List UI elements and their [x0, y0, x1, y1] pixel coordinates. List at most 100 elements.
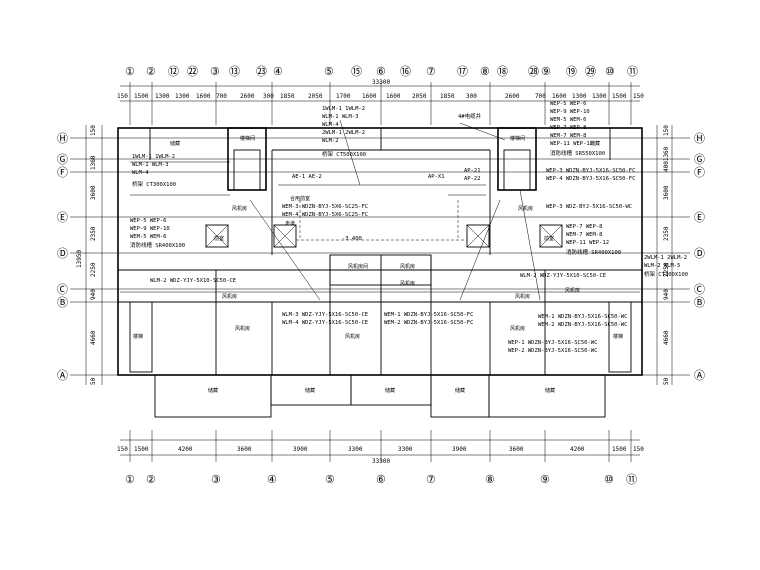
left-dimensions: 150 1360 3600 2350 2250 940 4660 50 1395…: [76, 125, 97, 385]
dim-top: 300: [263, 93, 274, 100]
label-ap21: AP-21: [464, 168, 481, 174]
room-label: 风机房: [345, 333, 360, 340]
dim-top: 1600: [386, 93, 401, 100]
room-label: 合用前室: [290, 195, 310, 202]
dim-left: 1360: [90, 155, 97, 170]
dim-bottom: 3900: [293, 446, 308, 453]
room-label: 风机房间: [348, 263, 368, 270]
room-label: 风机房: [232, 205, 247, 212]
label-wlm4: WLM-4 WDZ-YJY-5X16-SC50-CE: [282, 320, 368, 326]
room-label: 风机房: [235, 325, 250, 332]
axis-row-C-right: Ⓒ: [694, 283, 705, 296]
room-label: 楼梯间: [510, 135, 525, 142]
axis-bottom-9: ⑨: [540, 473, 550, 486]
axis-row-D: Ⓓ: [57, 247, 68, 260]
axis-top-28: ㉘: [528, 65, 539, 78]
label-right-wlm: WLM-2 WLM-5: [644, 263, 680, 269]
dim-left: 940: [90, 289, 97, 300]
label-right-ct: 桥架 CT300X100: [644, 270, 688, 278]
dim-top: 1300: [175, 93, 190, 100]
label-wep-right: WEP-11 WEP-12: [550, 141, 593, 147]
room-label: 储藏: [455, 387, 465, 394]
axis-top-19: ⑲: [566, 65, 577, 78]
label-wep-right: WEM-5 WEM-6: [550, 117, 586, 123]
bottom-total-dimension: 33300: [372, 458, 390, 465]
axis-top-6: ⑥: [376, 65, 386, 78]
room-label: 风机房: [400, 263, 415, 270]
axis-top-18: ⑱: [497, 65, 508, 78]
room-label: 楼梯间: [240, 135, 255, 142]
dim-bottom: 3600: [509, 446, 524, 453]
bottom-axis-lines: [129, 430, 632, 462]
room-label: 走道: [285, 220, 295, 227]
dim-bottom: 3600: [237, 446, 252, 453]
dim-top: 1600: [362, 93, 377, 100]
label-wlm3: WLM-3 WDZ-YJY-5X16-SC50-CE: [282, 312, 368, 318]
axis-top-9: ⑨: [541, 65, 551, 78]
axis-row-B-right: Ⓑ: [694, 296, 705, 309]
axis-bottom-2: ②: [146, 473, 156, 486]
label-wlm-top: WLM-2: [322, 138, 339, 144]
axis-top-17: ⑰: [457, 65, 468, 78]
dim-left-total: 13950: [76, 250, 83, 268]
axis-row-E-right: Ⓔ: [694, 211, 705, 224]
label-wlm-top: WLM-4: [322, 122, 339, 128]
room-label: 风机房: [565, 287, 580, 294]
dim-left: 3600: [90, 185, 97, 200]
axis-top-2: ②: [146, 65, 156, 78]
label-wlm2-left: WLM-2 WDZ-YJY-5X10-SC50-CE: [150, 278, 236, 284]
axis-top-13: ⑬: [229, 65, 240, 78]
room-label: 风机房: [515, 293, 530, 300]
label-wep-left: WEM-5 WEM-6: [130, 234, 166, 240]
dim-right: 2350: [663, 226, 670, 241]
dim-right: 50: [663, 377, 670, 385]
axis-top-7: ⑦: [426, 65, 436, 78]
axis-bottom-6: ⑥: [376, 473, 386, 486]
label-wep-right: WEP-9 WEP-10: [550, 109, 590, 115]
room-label: 前室: [544, 235, 554, 242]
axis-bottom-11: ⑪: [626, 473, 637, 486]
room-label: 储藏: [208, 387, 218, 394]
room-label: 储藏: [170, 140, 180, 147]
axis-row-H-right: Ⓗ: [694, 132, 705, 145]
dim-top: 1850: [440, 93, 455, 100]
label-right-wlm: 2WLM-1 2WLM-2: [644, 255, 687, 261]
label-elevation: -3.400: [342, 236, 362, 242]
axis-row-C: Ⓒ: [57, 283, 68, 296]
dim-top: 300: [466, 93, 477, 100]
dim-bottom: 4200: [570, 446, 585, 453]
dim-right: 940: [663, 289, 670, 300]
label-wep-right-sr: 消防线槽 SR400X100: [566, 248, 621, 256]
label-wem2b: WEM-2 WDZN-BYJ-5X16-SC50-WC: [538, 322, 627, 328]
cable-tray-routes: [120, 119, 640, 301]
building-walls: [117, 127, 643, 418]
right-dimensions: 150 4001360 3600 2350 2250 940 4660 50: [663, 125, 670, 385]
room-label: 楼梯: [133, 333, 143, 340]
dim-top: 1600: [552, 93, 567, 100]
label-wep-left: WEP-9 WEP-10: [130, 226, 170, 232]
dim-right: 4660: [663, 330, 670, 345]
label-wlm-top: 1WLM-1 1WLM-2: [322, 106, 365, 112]
dim-bottom: 3900: [452, 446, 467, 453]
label-ap22: AP-22: [464, 176, 481, 182]
room-label: 风机房: [518, 205, 533, 212]
dim-bottom: 4200: [178, 446, 193, 453]
dim-top: 1500: [612, 93, 627, 100]
dim-top: 2050: [308, 93, 323, 100]
axis-top-22: ㉒: [187, 65, 198, 78]
dim-left: 2350: [90, 226, 97, 241]
dim-top: 1700: [336, 93, 351, 100]
label-left-block: WLM-4: [132, 170, 149, 176]
axis-row-A: Ⓐ: [57, 369, 68, 382]
dim-top: 1300: [572, 93, 587, 100]
dim-top: 700: [216, 93, 227, 100]
room-label: 风机房: [510, 325, 525, 332]
label-wep-sr: 消防线槽 SR550X100: [550, 149, 605, 157]
axis-top-8: ⑧: [480, 65, 490, 78]
dim-left: 150: [90, 125, 97, 136]
axis-row-G-right: Ⓖ: [694, 153, 705, 166]
room-label: 楼梯: [613, 333, 623, 340]
room-label: 储藏: [590, 140, 600, 147]
dim-bottom: 1500: [134, 446, 149, 453]
label-wem2: WEM-2 WDZN-BYJ-5X16-SC50-FC: [384, 320, 473, 326]
